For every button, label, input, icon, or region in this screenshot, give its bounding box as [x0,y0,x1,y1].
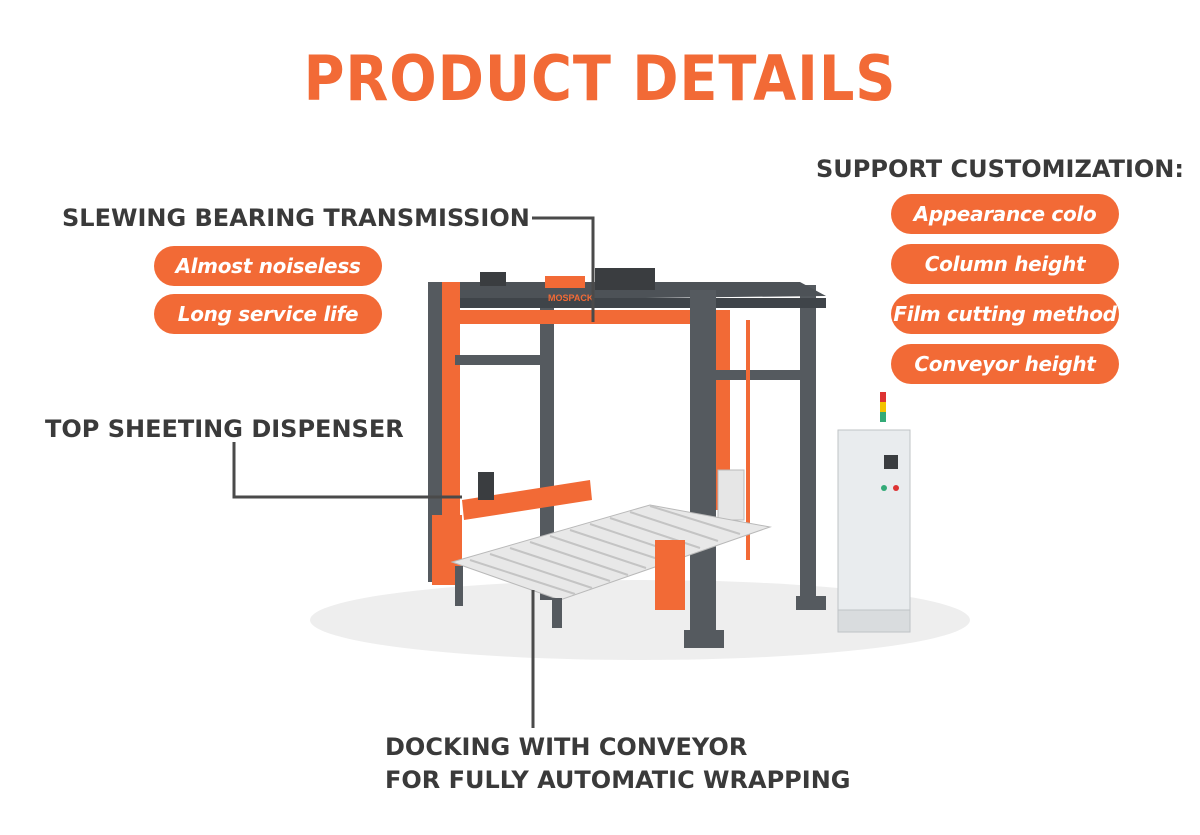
red-button [893,485,899,491]
top-frame-edge [456,298,826,308]
docking-line2: FOR FULLY AUTOMATIC WRAPPING [385,766,851,794]
tower-light-green [880,412,886,422]
front-left-column [428,282,442,582]
cabinet-base [837,609,911,633]
customization-heading: SUPPORT CUSTOMIZATION: [816,155,1184,183]
page-title: PRODUCT DETAILS [303,42,897,115]
control-cabinet [837,429,911,611]
slewing-leader-line [532,216,595,322]
dispenser-motor [478,472,494,500]
rotating-arm-column [712,310,730,510]
top-gearbox-left [480,272,506,286]
top-sheeting-leader-line [232,442,462,499]
crossbeam-left [455,355,545,365]
pill-column-height: Column height [891,244,1119,284]
brand-text: MOSPACK [548,293,594,303]
green-button [881,485,887,491]
pill-film-cutting-method: Film cutting method [891,294,1119,334]
back-right-column [800,285,816,605]
front-right-column [690,290,716,640]
top-sheeting-heading: TOP SHEETING DISPENSER [45,415,404,443]
brand-plate [545,276,585,288]
hmi-screen [884,455,898,469]
rotating-arm [460,310,720,324]
slewing-motor [595,268,655,290]
tower-light-yellow [880,402,886,412]
crossbeam-right [716,370,800,380]
tower-light-red [880,392,886,402]
top-frame [430,282,826,300]
back-right-foot [796,596,826,610]
pill-conveyor-height: Conveyor height [891,344,1119,384]
conveyor-leg-front [552,598,562,628]
docking-line1: DOCKING WITH CONVEYOR [385,733,748,761]
pill-long-service-life: Long service life [154,294,382,334]
pill-almost-noiseless: Almost noiseless [154,246,382,286]
top-sheet-dispenser [462,480,592,520]
right-lower-frame [655,540,685,610]
pill-appearance-color: Appearance colo [891,194,1119,234]
slewing-heading: SLEWING BEARING TRANSMISSION [62,204,530,232]
front-right-foot [684,630,724,648]
roller-conveyor [450,504,772,601]
film-roll [717,469,745,521]
conveyor-leg-left [455,566,463,606]
back-left-column [540,300,554,600]
